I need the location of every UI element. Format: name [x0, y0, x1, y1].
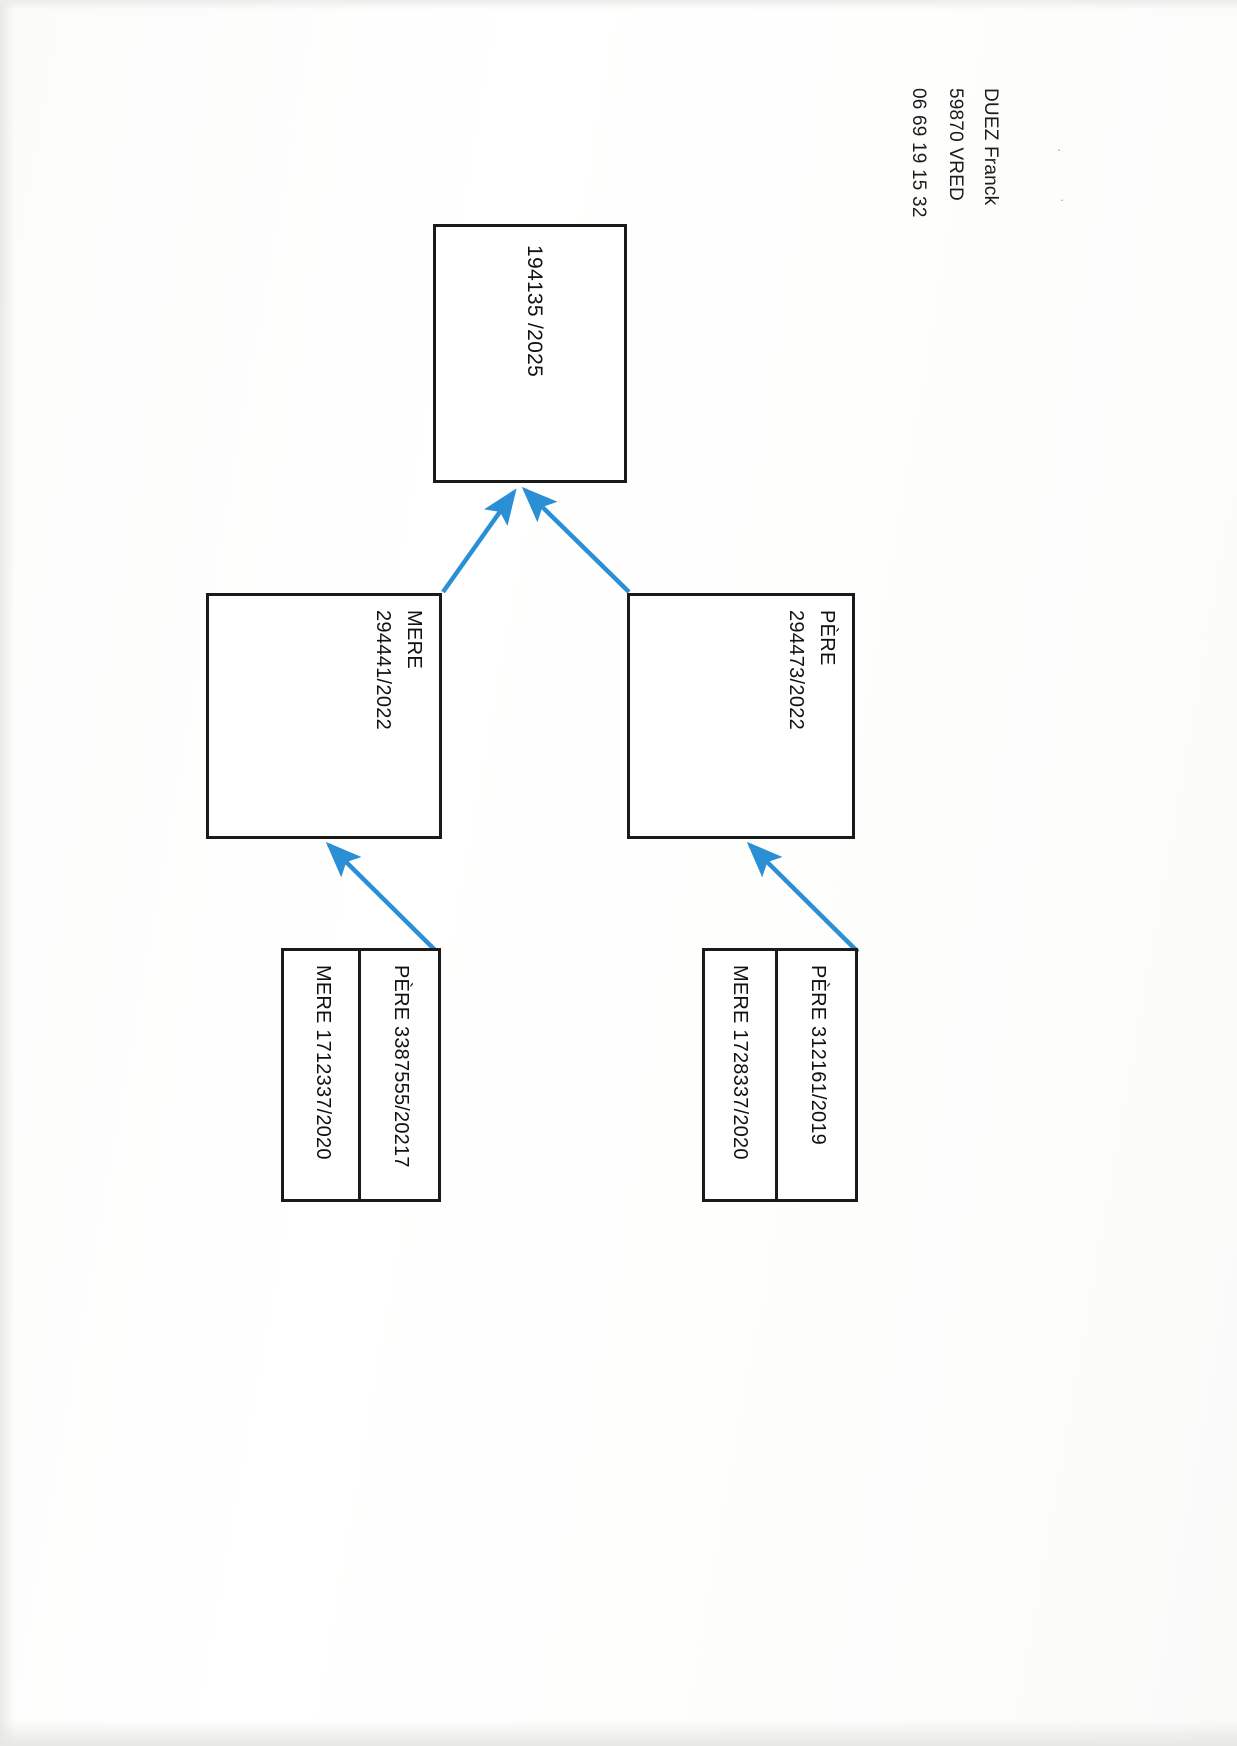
scan-speck-icon: · [1060, 192, 1065, 207]
scan-edge-left [0, 0, 14, 1746]
paternal-grandmother-label: MERE 1728337/2020 [729, 965, 751, 1160]
mother-gen2-id: 294441/2022 [372, 610, 394, 731]
node-maternal-grandparents[interactable]: PÈRE 3387555/20217 MERE 1712337/2020 [281, 948, 441, 1202]
scan-edge-top [0, 0, 1237, 10]
father-gen2-title: PÈRE [816, 610, 838, 666]
maternal-grandmother-label: MERE 1712337/2020 [312, 965, 334, 1160]
scan-speck-icon: · [1057, 142, 1062, 157]
header-contact-block: DUEZ Franck 59870 VRED 06 69 19 15 32 [893, 88, 1123, 218]
node-paternal-grandparents[interactable]: PÈRE 312161/2019 MERE 1728337/2020 [702, 948, 858, 1202]
paternal-grandfather-label: PÈRE 312161/2019 [807, 965, 829, 1146]
header-name: DUEZ Franck [980, 88, 1001, 206]
cell-divider [775, 951, 778, 1199]
cell-divider [358, 951, 361, 1199]
proband-id-label: 194135 /2025 [523, 245, 546, 378]
mother-gen2-title: MERE [403, 610, 425, 669]
header-city: 59870 VRED [945, 88, 966, 201]
header-phone: 06 69 19 15 32 [908, 88, 929, 218]
father-gen2-id: 294473/2022 [785, 610, 807, 731]
node-father-gen2[interactable]: PÈRE 294473/2022 [627, 593, 855, 839]
maternal-grandfather-label: PÈRE 3387555/20217 [390, 965, 412, 1168]
node-mother-gen2[interactable]: MERE 294441/2022 [206, 593, 442, 839]
scan-edge-bottom [0, 1720, 1237, 1746]
node-proband[interactable]: 194135 /2025 [433, 224, 627, 483]
